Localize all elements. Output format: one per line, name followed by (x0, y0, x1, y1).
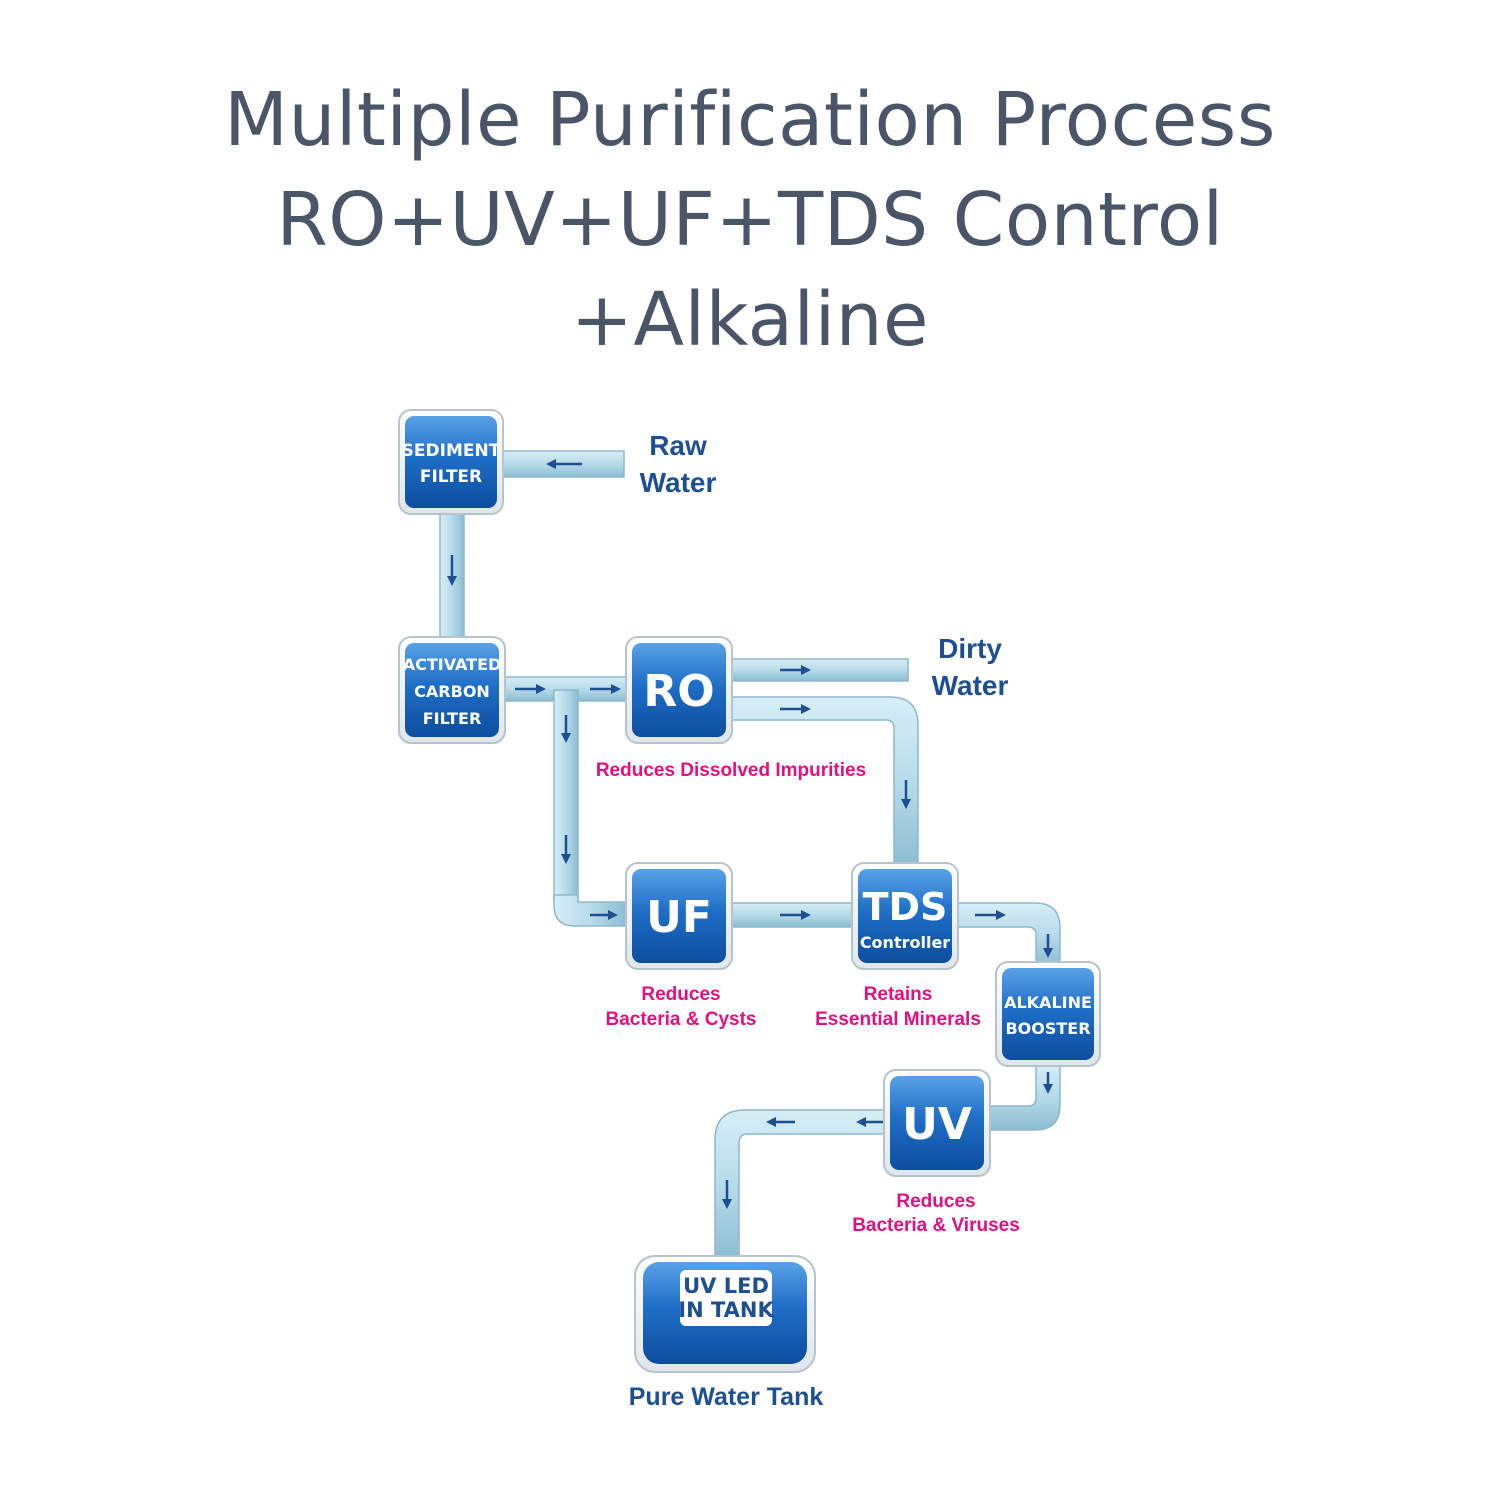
ro-box: RO (625, 636, 733, 744)
tank-label-1: UV LED (683, 1274, 769, 1298)
tds-sublabel: Controller (860, 933, 950, 952)
arrow-down-icon (901, 780, 911, 809)
ro-caption: Reduces Dissolved Impurities (596, 760, 866, 781)
pipe-raw-in (499, 450, 625, 478)
pipes (439, 450, 1061, 1263)
page-title: Multiple Purification Process RO+UV+UF+T… (0, 70, 1500, 370)
arrow-left-icon (546, 459, 582, 469)
title-line-3: +Alkaline (570, 277, 930, 363)
tank-caption: Pure Water Tank (629, 1383, 824, 1411)
uv-box: UV (883, 1069, 991, 1177)
flow-arrows (447, 459, 1053, 1209)
arrow-left-icon (766, 1117, 795, 1127)
sediment-label-1: SEDIMENT (402, 441, 501, 461)
alkaline-booster-box: ALKALINE BOOSTER (995, 961, 1101, 1067)
arrow-right-icon (780, 665, 811, 675)
arrow-down-icon (561, 835, 571, 864)
dirty-water-label-2: Water (932, 670, 1009, 701)
uv-caption-1: Reduces (896, 1191, 975, 1212)
uv-caption-2: Bacteria & Viruses (852, 1215, 1020, 1236)
pipe-uv-tank (714, 1109, 889, 1263)
tds-caption-1: Retains (864, 984, 933, 1005)
pipe-tds-alkaline (954, 902, 1061, 967)
carbon-label-2: CARBON (414, 682, 490, 701)
uf-caption-2: Bacteria & Cysts (605, 1009, 756, 1030)
arrow-right-icon (590, 684, 621, 694)
arrow-right-icon (515, 684, 546, 694)
alkaline-label-2: BOOSTER (1005, 1019, 1090, 1038)
arrow-right-icon (780, 910, 811, 920)
carbon-label-1: ACTIVATED (403, 655, 502, 674)
arrow-down-icon (722, 1180, 732, 1209)
tds-caption-2: Essential Minerals (815, 1009, 981, 1030)
arrow-right-icon (780, 704, 811, 714)
uv-led-tank-box: UV LED IN TANK (634, 1255, 816, 1373)
arrow-down-icon (447, 555, 457, 586)
dirty-water-label-1: Dirty (938, 633, 1002, 664)
uf-box: UF (625, 862, 733, 970)
arrow-right-icon (590, 910, 618, 920)
arrow-down-icon (1043, 934, 1053, 958)
title-line-2: RO+UV+UF+TDS Control (276, 177, 1224, 263)
raw-water-label-2: Water (640, 467, 717, 498)
raw-water-label-1: Raw (649, 430, 707, 461)
alkaline-label-1: ALKALINE (1004, 993, 1092, 1012)
tds-controller-box: TDS Controller (851, 862, 959, 970)
sediment-label-2: FILTER (420, 467, 482, 487)
carbon-label-3: FILTER (423, 709, 482, 728)
arrow-down-icon (1043, 1072, 1053, 1094)
carbon-filter-box: ACTIVATED CARBON FILTER (398, 636, 506, 744)
arrow-down-icon (561, 715, 571, 743)
pipe-ro-tds (729, 696, 919, 869)
uv-label: UV (902, 1099, 972, 1150)
pipe-elbow-uf (553, 894, 629, 927)
uf-label: UF (646, 892, 712, 943)
uf-caption-1: Reduces (641, 984, 720, 1005)
arrow-left-icon (856, 1117, 885, 1127)
tds-label: TDS (863, 885, 948, 929)
sediment-filter-box: SEDIMENT FILTER (398, 409, 504, 515)
ro-label: RO (643, 666, 714, 717)
tank-label-2: IN TANK (678, 1298, 774, 1322)
title-line-1: Multiple Purification Process (224, 77, 1276, 163)
pipe-ro-dirty (729, 658, 909, 682)
arrow-right-icon (975, 910, 1006, 920)
